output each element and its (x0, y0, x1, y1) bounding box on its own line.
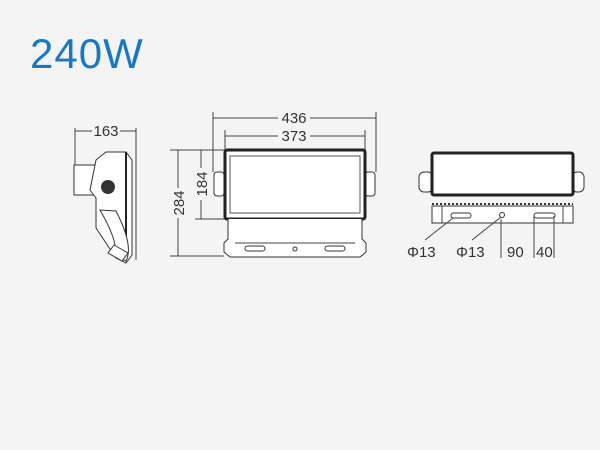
slot-length-label: 40 (536, 244, 553, 261)
body-height-label: 184 (194, 171, 211, 196)
front-view: 436 373 284 184 (170, 110, 377, 258)
hole-spacing-label: 90 (507, 244, 524, 261)
side-view: 163 (73, 123, 137, 264)
side-depth-label: 163 (93, 123, 118, 140)
body-width-label: 373 (281, 128, 306, 145)
slot-diameter-label: Φ13 (407, 244, 436, 261)
hole-diameter-label: Φ13 (456, 244, 485, 261)
back-view: Φ13 Φ13 90 40 (407, 151, 585, 261)
overall-width-label: 436 (281, 110, 306, 127)
overall-height-label: 284 (171, 190, 188, 215)
product-title: 240W (30, 30, 144, 77)
